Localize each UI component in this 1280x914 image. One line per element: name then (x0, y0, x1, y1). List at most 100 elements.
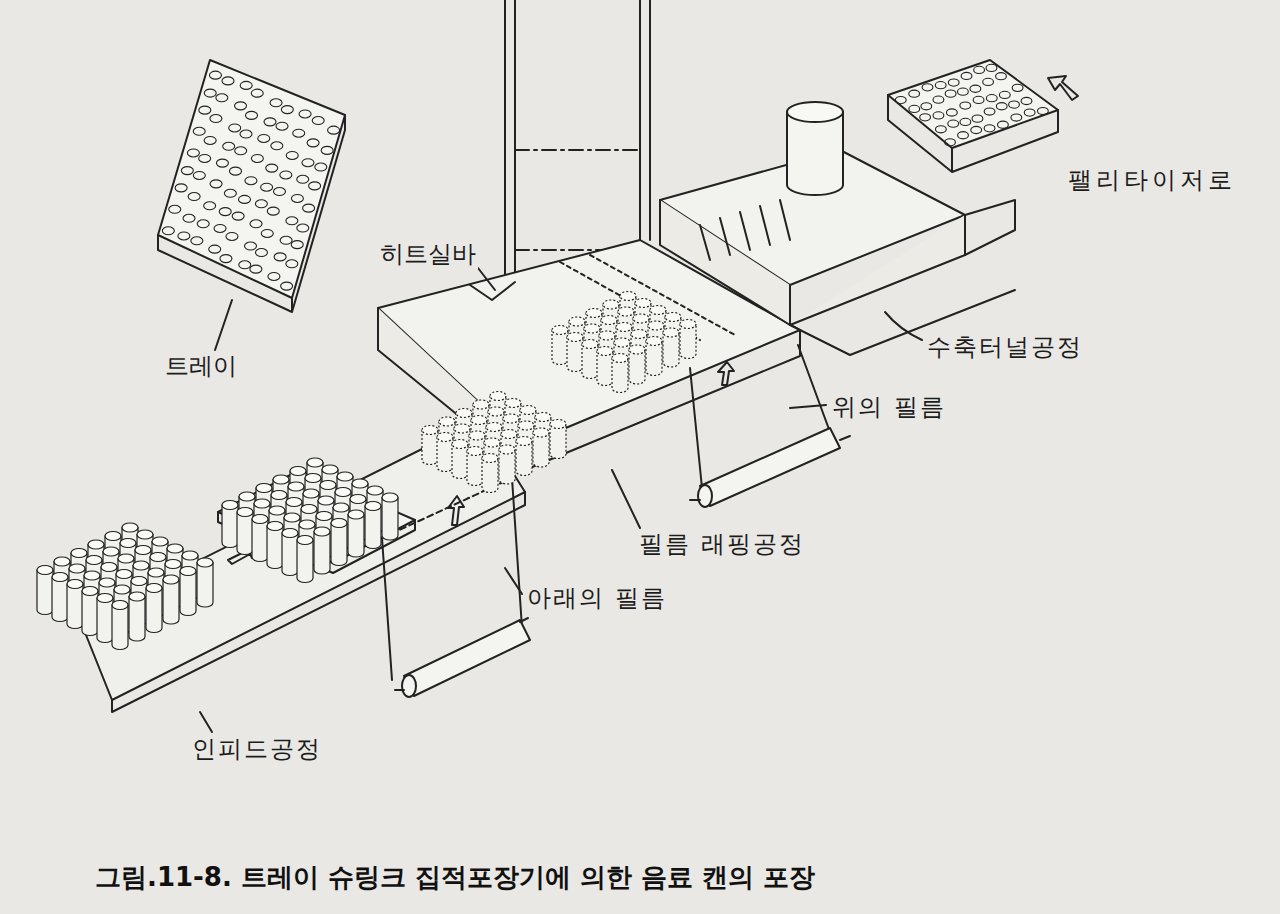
roll-axle (690, 436, 850, 500)
can-top (933, 112, 944, 119)
can-top (970, 85, 981, 92)
can-top (996, 103, 1007, 110)
part-label: 팰리타이저로 (1066, 166, 1238, 195)
can-top (299, 110, 311, 118)
part-label: 아래의 필름 (525, 584, 669, 613)
frame-line (515, 150, 640, 250)
leader-line (478, 268, 495, 290)
can-top (209, 245, 221, 253)
can-top (974, 66, 985, 73)
can-top (307, 139, 319, 147)
can-top (303, 204, 315, 212)
can-top (220, 255, 232, 263)
can-top (223, 142, 235, 150)
can (163, 575, 179, 624)
can-top (187, 149, 199, 157)
tray-side (158, 115, 345, 312)
can-top (935, 126, 946, 133)
can (82, 587, 98, 636)
can (680, 320, 696, 359)
can-top (193, 171, 205, 179)
can-top (958, 132, 969, 139)
can-top (998, 121, 1009, 128)
can-top (315, 163, 327, 171)
can (597, 347, 613, 386)
can-top (961, 72, 972, 79)
can-top (204, 136, 216, 144)
heat-seal-bar (470, 282, 515, 300)
can-top (945, 139, 956, 146)
can (222, 501, 238, 548)
can-top (291, 241, 303, 249)
can-top (909, 90, 920, 97)
can-top (199, 106, 211, 114)
can-top (280, 236, 292, 244)
can-top (251, 89, 263, 97)
can (422, 426, 438, 465)
can-top (162, 227, 174, 235)
can (331, 519, 347, 566)
can-top (286, 260, 298, 268)
can (297, 536, 313, 583)
can-group (222, 458, 398, 583)
can-top (999, 91, 1010, 98)
flow-arrow (1048, 76, 1078, 100)
part-label: 인피드공정 (190, 735, 324, 764)
can-top (276, 122, 288, 130)
can-top (193, 127, 205, 135)
can-top (258, 134, 270, 142)
can (467, 447, 483, 486)
can-top (204, 202, 216, 210)
can-top (273, 188, 285, 196)
tray-texture (162, 71, 339, 290)
can (348, 510, 364, 557)
can-top (971, 126, 982, 133)
can-top (945, 90, 956, 97)
roll-end (402, 675, 416, 697)
can (567, 333, 583, 372)
can-top (226, 232, 238, 240)
part-label: 히트실바 (378, 240, 478, 269)
can-top (309, 182, 321, 190)
flow-arrow (718, 362, 734, 385)
tunnel-curtain (700, 200, 790, 260)
can (365, 502, 381, 549)
can-top (960, 118, 971, 125)
can (646, 337, 662, 376)
leader-line (505, 568, 522, 594)
top-film-roll (700, 428, 840, 506)
can-top (960, 102, 971, 109)
can (146, 584, 162, 633)
can-top (922, 84, 933, 91)
can-top (986, 95, 997, 102)
can-top (235, 102, 247, 110)
heater-cylinder (787, 112, 843, 195)
can (237, 508, 253, 555)
part-label: 필름 래핑공정 (637, 530, 807, 559)
can-top (210, 180, 222, 188)
can-top (216, 159, 228, 167)
can (437, 433, 453, 472)
can (550, 420, 566, 459)
can-top (1009, 101, 1020, 108)
can-top (199, 154, 211, 162)
can-top (261, 229, 273, 237)
roll-end (698, 485, 712, 507)
can-top (169, 205, 181, 213)
can-top (191, 237, 203, 245)
can (197, 558, 213, 607)
can (629, 345, 645, 384)
can-top (245, 242, 257, 250)
can-top (229, 124, 241, 132)
can (52, 573, 68, 622)
can-top (996, 73, 1007, 80)
leader-line (612, 470, 640, 528)
can-top (297, 224, 309, 232)
can-top (935, 82, 946, 89)
leader-line (885, 312, 922, 340)
can-top (219, 208, 231, 216)
can (314, 527, 330, 574)
can-top (920, 114, 931, 121)
can (97, 594, 113, 643)
